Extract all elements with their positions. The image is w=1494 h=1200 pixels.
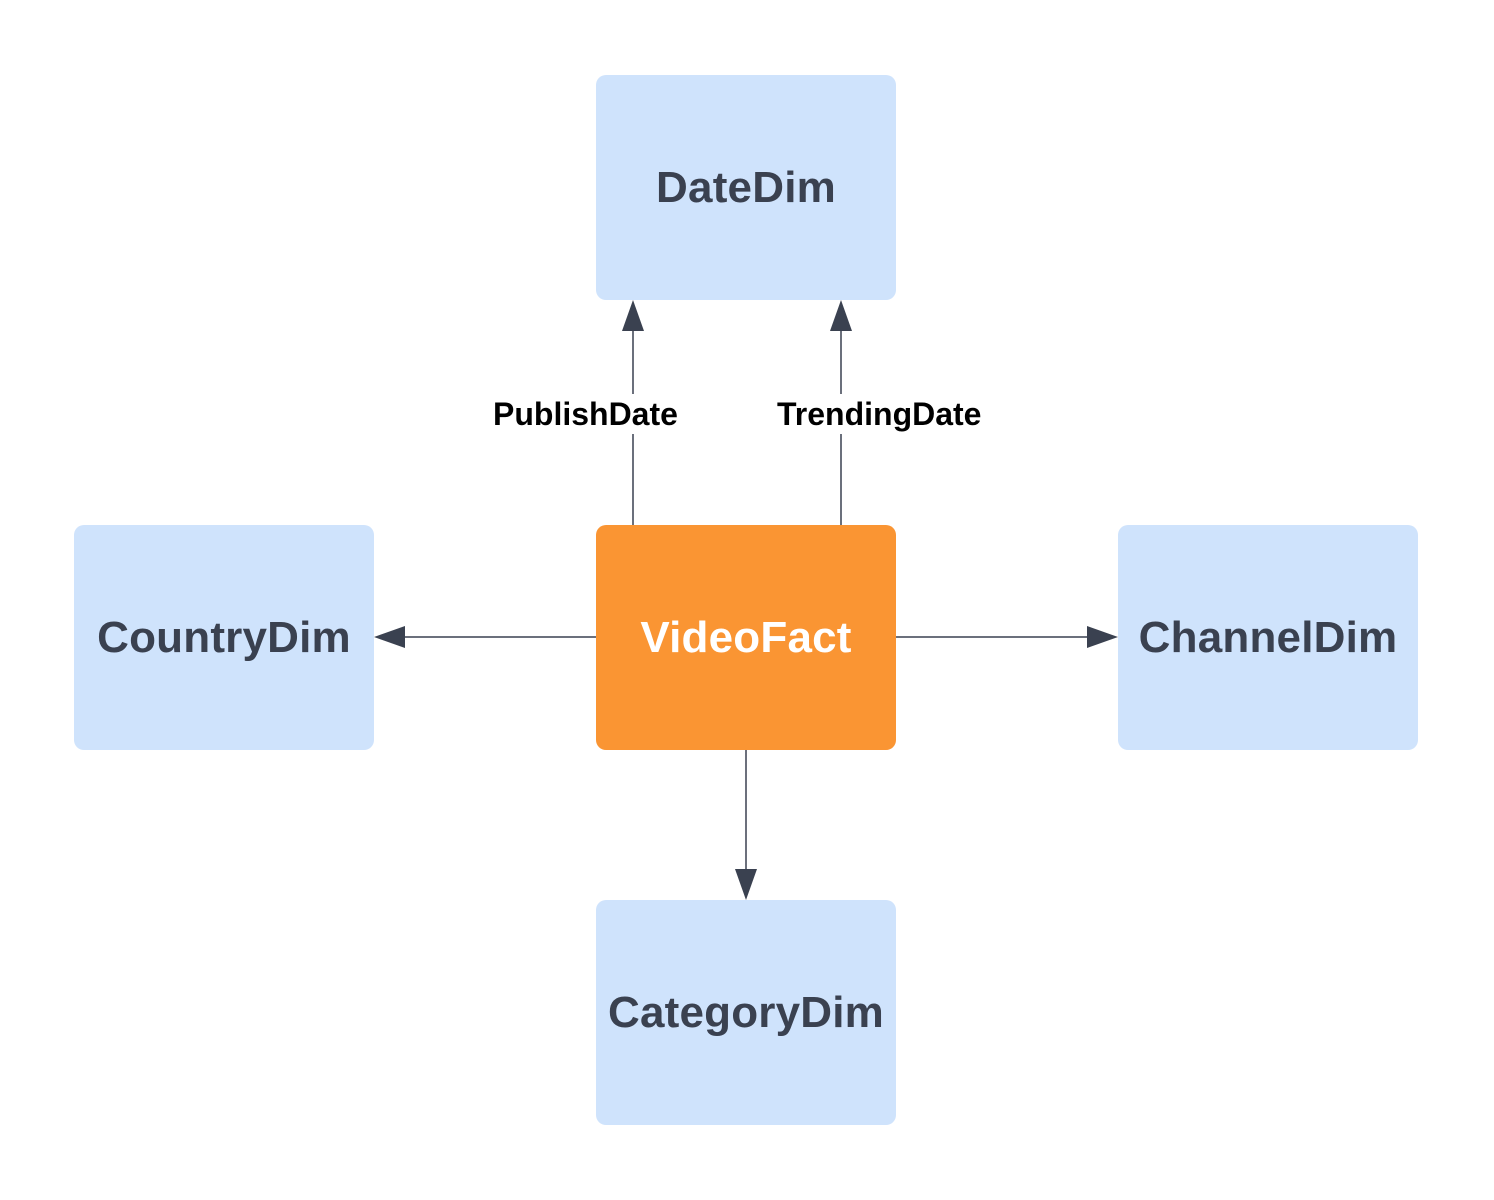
categorydim-node[interactable]: CategoryDim <box>596 900 896 1125</box>
edge-fact-to-category <box>735 750 757 900</box>
videofact-label: VideoFact <box>640 612 852 662</box>
datedim-label: DateDim <box>656 162 836 212</box>
videofact-node[interactable]: VideoFact <box>596 525 896 750</box>
publish-date-edge-label: PublishDate <box>493 394 678 434</box>
edge-fact-to-country <box>374 626 596 648</box>
countrydim-label: CountryDim <box>97 612 351 662</box>
countrydim-node[interactable]: CountryDim <box>74 525 374 750</box>
trending-date-edge-label: TrendingDate <box>777 394 982 434</box>
categorydim-label: CategoryDim <box>607 987 885 1037</box>
channeldim-node[interactable]: ChannelDim <box>1118 525 1418 750</box>
channeldim-label: ChannelDim <box>1138 612 1398 662</box>
edge-fact-to-channel <box>896 626 1118 648</box>
datedim-node[interactable]: DateDim <box>596 75 896 300</box>
